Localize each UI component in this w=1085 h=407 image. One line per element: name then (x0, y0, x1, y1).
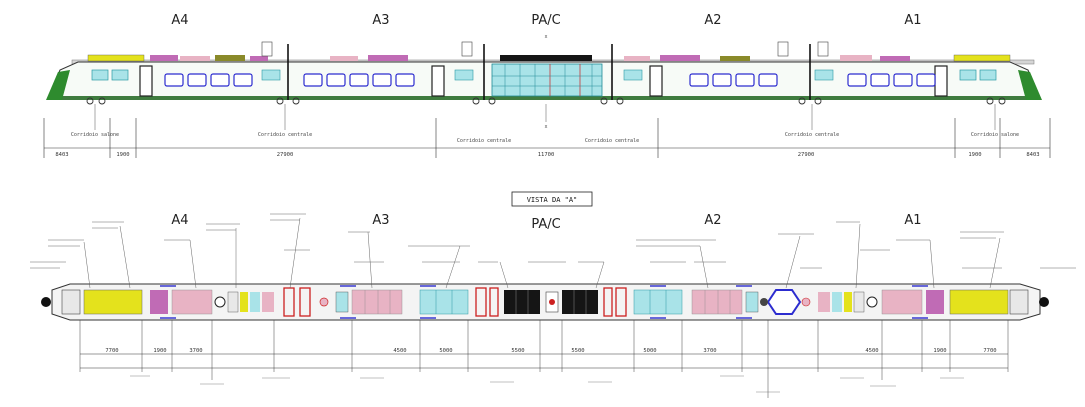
roof-equipment (87, 41, 1011, 62)
articulation-hexagon (766, 289, 802, 315)
vestibule-a3-pac (475, 287, 499, 317)
section-label-1: Corridoio salone (71, 132, 119, 138)
interior-a1 (818, 289, 1009, 315)
windows-a4 (164, 73, 253, 87)
top-dim-5: 27900 (798, 152, 815, 158)
top-dim-7: 8403 (1026, 152, 1039, 158)
section-label-6: Corridoio salone (971, 132, 1019, 138)
top-doors (139, 65, 948, 97)
top-car-labels: A4 A3 PA/C A2 A1 (171, 13, 921, 28)
vestibule-a4-a3 (283, 287, 311, 317)
interior-a4 (83, 289, 274, 315)
bottom-plan-view: VISTA DA "A" A4 A3 PA/C A2 A1 (30, 191, 1076, 398)
interior-pac (504, 290, 598, 314)
top-car-label-a3: A3 (372, 13, 389, 28)
left-end-cab (41, 297, 51, 307)
bottom-dim-11: 1900 (933, 348, 946, 354)
windows-a3 (303, 73, 415, 87)
bottom-dimensions: 7700 1900 3700 4500 5000 5500 5500 5000 … (105, 348, 996, 354)
top-car-label-a4: A4 (171, 13, 188, 28)
pac-compartment (491, 63, 603, 97)
top-section-labels: Corridoio salone Corridoio centrale Corr… (71, 132, 1019, 144)
bottom-car-label-a4: A4 (171, 213, 188, 228)
interior-a2 (633, 289, 759, 315)
bottom-dim-5: 5000 (439, 348, 452, 354)
top-elevation-view: A4 A3 PA/C A2 A1 x (43, 13, 1051, 158)
bottom-car-label-a1: A1 (904, 213, 921, 228)
top-dimensions: 8403 1900 27900 11700 27900 1900 8403 (55, 152, 1039, 158)
top-car-joints (287, 44, 811, 100)
top-dim-3: 27900 (277, 152, 294, 158)
bottom-car-labels: A4 A3 PA/C A2 A1 (171, 213, 921, 232)
bottom-dim-1: 7700 (105, 348, 118, 354)
left-cab-nose (46, 70, 70, 100)
top-dim-1: 8403 (55, 152, 68, 158)
top-dim-4: 11700 (538, 152, 555, 158)
top-bogies (86, 97, 1006, 105)
bottom-dim-2: 1900 (153, 348, 166, 354)
right-cab-nose (1018, 70, 1042, 100)
windows-a2 (689, 73, 778, 87)
section-label-4: Corridoio centrale (585, 138, 639, 144)
section-label-3: Corridoio centrale (457, 138, 511, 144)
top-car-label-pac: PA/C (531, 13, 560, 28)
vista-label-box (511, 191, 593, 207)
top-axis-marker-bottom: x (544, 124, 547, 130)
bottom-dim-4: 4500 (393, 348, 406, 354)
section-label-5: Corridoio centrale (785, 132, 839, 138)
bottom-dim-3: 3700 (189, 348, 202, 354)
plan-window-marks (160, 285, 928, 319)
windows-a1 (847, 73, 936, 87)
top-axis-marker: x (544, 34, 547, 40)
bottom-car-label-pac: PA/C (531, 217, 560, 232)
bottom-dim-6: 5500 (511, 348, 524, 354)
annotation-callouts (30, 213, 1076, 269)
right-end-cab (1039, 297, 1049, 307)
bottom-dim-9: 3700 (703, 348, 716, 354)
vestibule-pac-a2 (603, 287, 627, 317)
bottom-dim-10: 4500 (865, 348, 878, 354)
vista-label: VISTA DA "A" (527, 196, 578, 204)
bottom-car-label-a2: A2 (704, 213, 721, 228)
bottom-dim-7: 5500 (571, 348, 584, 354)
top-dim-2: 1900 (116, 152, 129, 158)
bottom-dim-12: 7700 (983, 348, 996, 354)
section-label-2: Corridoio centrale (258, 132, 312, 138)
top-car-label-a1: A1 (904, 13, 921, 28)
top-car-label-a2: A2 (704, 13, 721, 28)
bottom-dim-8: 5000 (643, 348, 656, 354)
top-floor-line (50, 96, 1038, 100)
top-dim-6: 1900 (968, 152, 981, 158)
bottom-car-label-a3: A3 (372, 213, 389, 228)
interior-a3 (319, 289, 469, 315)
